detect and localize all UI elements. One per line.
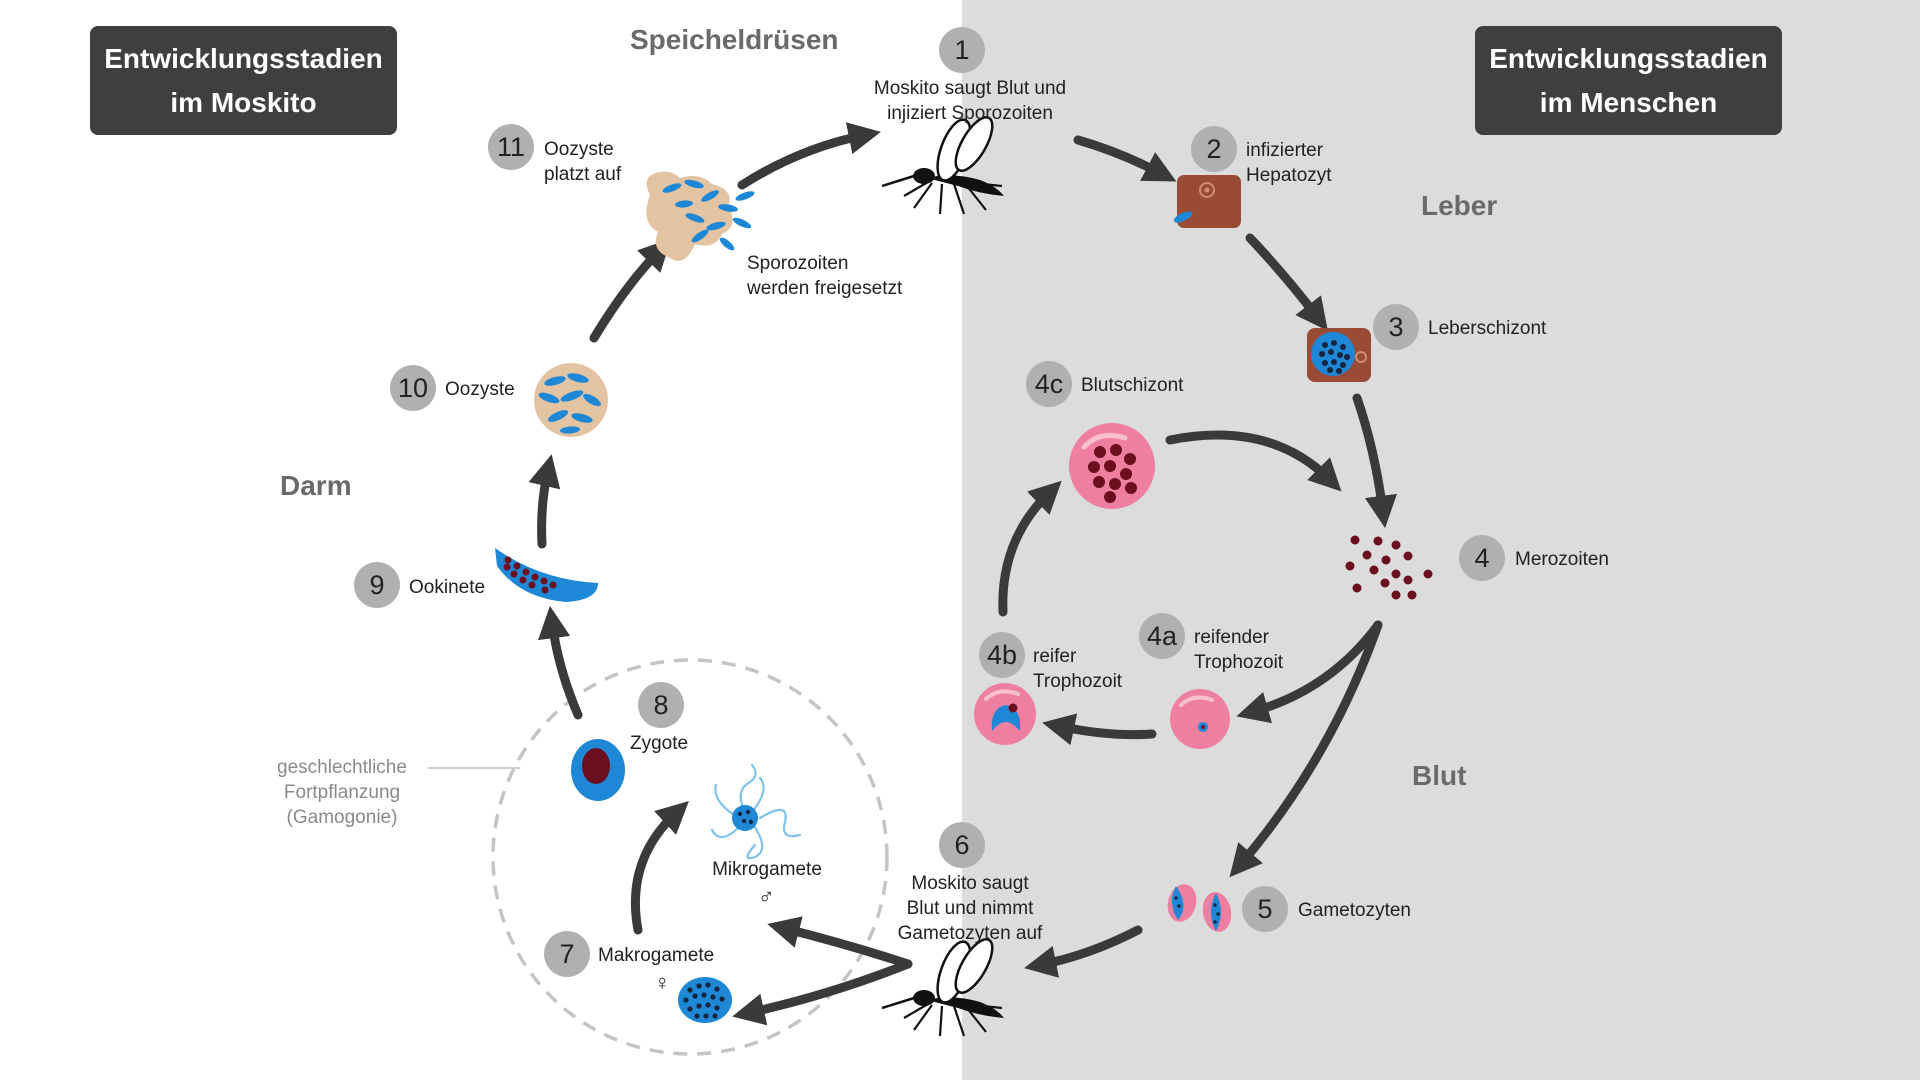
stage-badge-9: 9 xyxy=(354,562,400,608)
stage-label-7: Makrogamete xyxy=(598,945,715,966)
macrogamete-icon xyxy=(678,977,732,1023)
stage-label-11: Oozyste platzt auf xyxy=(544,139,622,185)
arrow-4-to-4a xyxy=(1236,620,1383,724)
stage-badge-4: 4 xyxy=(1459,535,1505,581)
stage-badge-10: 10 xyxy=(390,365,436,411)
arrow-11-to-1 xyxy=(737,122,881,190)
arrow-2-to-3 xyxy=(1245,233,1328,331)
sporozoites-released-label: Sporozoiten werden freigesetzt xyxy=(747,253,903,299)
stage-label-10: Oozyste xyxy=(445,379,515,400)
human-side-background xyxy=(962,0,1920,1080)
stage-label-4b: reifer Trophozoit xyxy=(1033,646,1123,692)
blood-schizont-icon xyxy=(1069,423,1155,509)
stage-badge-1: 1 xyxy=(939,27,985,73)
arrow-5-to-6 xyxy=(1024,925,1143,978)
zygote-icon xyxy=(571,739,625,801)
stage-badge-4c: 4c xyxy=(1026,361,1072,407)
stage-badge-5: 5 xyxy=(1242,886,1288,932)
stage-label-4a: reifender Trophozoit xyxy=(1194,627,1284,673)
stage-label-6: Moskito saugt Blut und nimmt Gametozyten… xyxy=(897,873,1043,944)
mature-trophozoite-icon xyxy=(974,683,1036,745)
region-gut: Darm xyxy=(280,470,352,501)
region-salivary-glands: Speicheldrüsen xyxy=(630,24,839,55)
stage-label-4c: Blutschizont xyxy=(1081,375,1184,396)
mosquito-feeding-icon xyxy=(881,116,1004,215)
stage-label-5: Gametozyten xyxy=(1298,900,1411,921)
stage-badge-8: 8 xyxy=(638,682,684,728)
region-liver: Leber xyxy=(1421,190,1498,221)
human-stages-title: Entwicklungsstadien im Menschen xyxy=(1475,26,1782,135)
stage-badge-6: 6 xyxy=(939,822,985,868)
merozoites-icon xyxy=(1345,535,1433,600)
stage-badge-4b: 4b xyxy=(979,632,1025,678)
stage-label-8: Zygote xyxy=(630,733,689,754)
arrow-10-to-11 xyxy=(589,238,672,343)
infected-hepatocyte-icon xyxy=(1173,175,1241,228)
arrow-6-to-macrogamete xyxy=(732,959,913,1026)
arrow-1-to-2 xyxy=(1073,135,1177,182)
arrow-8-to-9 xyxy=(538,605,583,720)
arrow-4a-to-4b xyxy=(1042,713,1157,746)
arrow-7-to-8 xyxy=(630,801,689,935)
stage-label-3: Leberschizont xyxy=(1428,318,1547,339)
bursting-oocyst-icon xyxy=(646,171,755,261)
liver-schizont-icon xyxy=(1307,328,1371,382)
arrow-4b-to-4c xyxy=(998,480,1062,617)
gametocytes-icon xyxy=(1167,884,1232,932)
stage-label-1: Moskito saugt Blut und injiziert Sporozo… xyxy=(873,78,1067,124)
ookinete-icon xyxy=(495,548,598,602)
stage-badge-3: 3 xyxy=(1373,304,1419,350)
region-blood: Blut xyxy=(1412,760,1467,791)
arrow-4-to-5 xyxy=(1229,620,1383,878)
stage-badge-7: 7 xyxy=(544,931,590,977)
gamogony-label: geschlechtliche Fortpflanzung (Gamogonie… xyxy=(277,757,407,828)
stage-label-2: infizierter Hepatozyt xyxy=(1246,140,1332,186)
female-symbol: ♀ xyxy=(654,970,671,995)
stage-label-9: Ookinete xyxy=(409,577,486,598)
maturing-trophozoite-icon xyxy=(1170,689,1230,749)
microgamete-icon xyxy=(710,763,802,860)
male-symbol: ♂ xyxy=(758,884,775,909)
gamogony-circle xyxy=(491,658,889,1056)
stage-label-4: Merozoiten xyxy=(1515,549,1609,570)
oocyst-icon xyxy=(534,363,608,437)
arrow-3-to-4 xyxy=(1352,393,1397,529)
stage-badge-4a: 4a xyxy=(1139,613,1185,659)
arrow-4c-to-4 xyxy=(1165,430,1342,492)
microgamete-label: Mikrogamete xyxy=(712,859,822,880)
stage-badge-2: 2 xyxy=(1191,126,1237,172)
stage-badge-11: 11 xyxy=(488,124,534,170)
arrow-6-to-microgamete xyxy=(767,916,913,969)
mosquito-stages-title: Entwicklungsstadien im Moskito xyxy=(90,26,397,135)
arrow-9-to-10 xyxy=(528,454,561,549)
mosquito-feeding-icon-2 xyxy=(881,938,1004,1037)
